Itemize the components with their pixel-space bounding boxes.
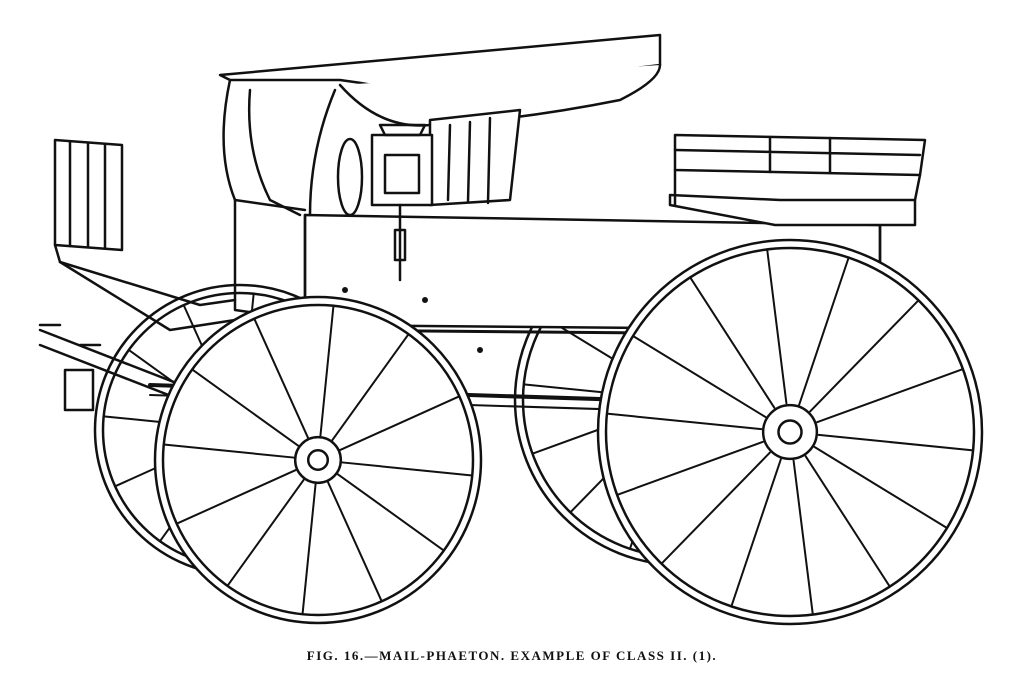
- wheel-rim-inner: [604, 246, 976, 618]
- wheel-spoke: [336, 473, 445, 552]
- near-rear-wheel: [596, 238, 984, 626]
- wheel-hub: [293, 435, 343, 485]
- wheel-spoke: [632, 335, 767, 418]
- wheel-hub: [761, 403, 819, 461]
- wheel-spoke: [605, 412, 763, 431]
- wheel-rim-inner: [161, 303, 475, 617]
- wheel-spoke: [660, 451, 771, 565]
- wheel-spoke: [319, 304, 335, 437]
- wheel-spoke: [816, 368, 964, 424]
- wheel-spoke: [253, 317, 309, 439]
- wheel-hub-cap: [777, 419, 803, 445]
- front-seat-and-hood: [218, 33, 662, 322]
- wheel-spoke: [804, 455, 891, 588]
- wheel-spoke: [339, 395, 461, 451]
- wheel-spoke: [792, 459, 814, 616]
- wheel-spoke: [689, 276, 776, 409]
- wheel-spoke: [730, 458, 782, 608]
- wheel-spoke: [817, 433, 975, 452]
- wheel-spoke: [766, 248, 788, 405]
- wheel-spoke: [813, 446, 948, 529]
- wheel-spoke: [301, 483, 317, 616]
- wheel-spoke: [162, 443, 295, 459]
- wheel-spoke: [175, 469, 297, 525]
- near-front-wheel: [153, 295, 483, 625]
- wheel-spoke: [226, 478, 305, 587]
- rear-rumble-seat: [668, 133, 927, 227]
- carriage-lamp: [336, 123, 434, 282]
- wheel-spoke: [798, 256, 850, 406]
- wheel-spoke: [341, 461, 474, 477]
- wheel-spoke: [191, 368, 300, 447]
- wheel-spoke: [616, 440, 764, 496]
- wheel-hub-cap: [306, 448, 330, 472]
- wheel-spoke: [327, 481, 383, 603]
- dashboard: [53, 138, 237, 332]
- wheel-spoke: [331, 333, 410, 442]
- figure-caption: FIG. 16.—MAIL-PHAETON. EXAMPLE OF CLASS …: [306, 648, 718, 663]
- wheel-spoke: [809, 299, 920, 413]
